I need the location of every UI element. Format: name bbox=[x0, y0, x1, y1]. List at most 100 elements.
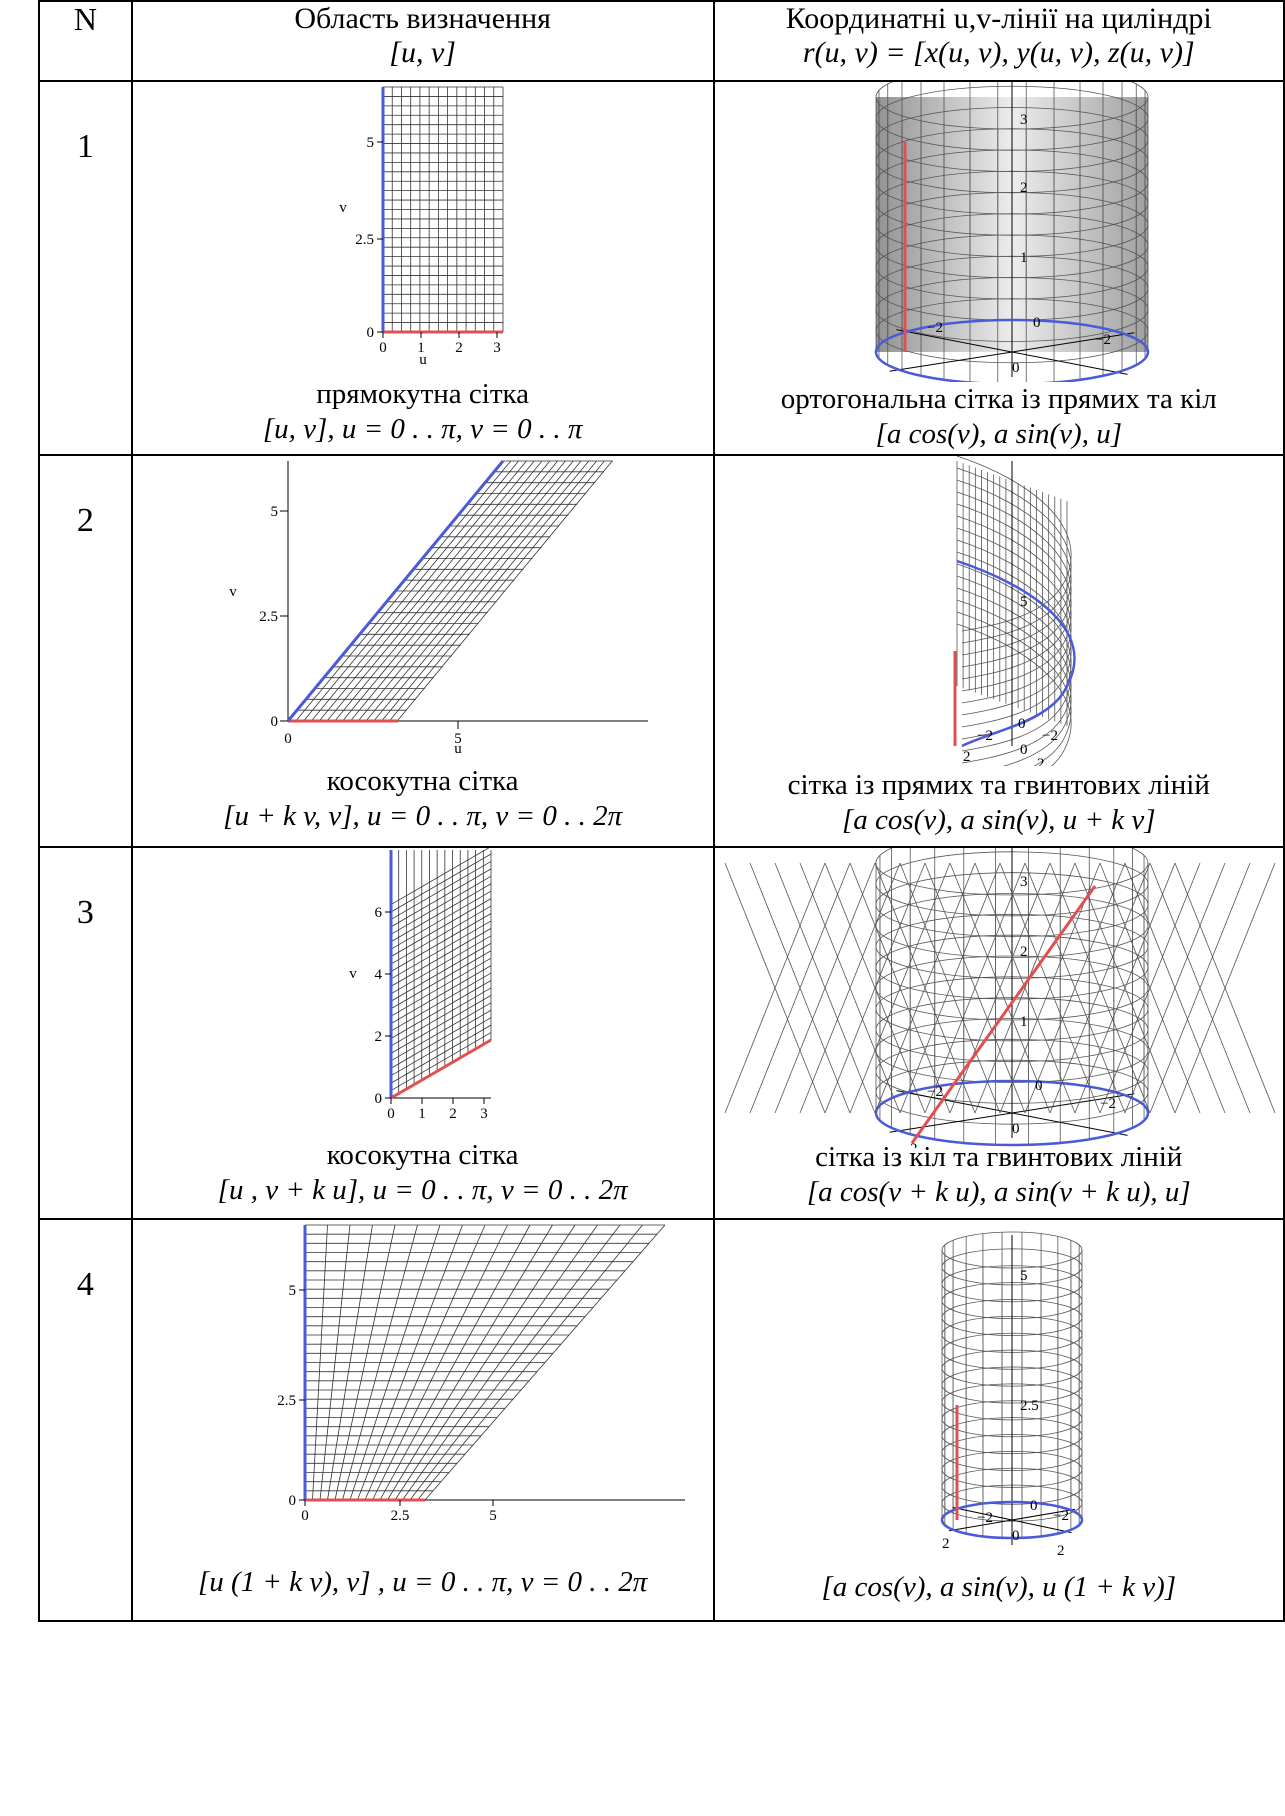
grid-line bbox=[390, 1002, 491, 1062]
helix-line bbox=[999, 862, 1100, 1114]
grid-line bbox=[390, 868, 491, 928]
tick-label: 0 bbox=[1012, 360, 1020, 376]
surface-caption: сітка із прямих та гвинтових ліній bbox=[787, 769, 1210, 801]
tick-label: 5 bbox=[366, 135, 374, 151]
grid-line bbox=[390, 883, 491, 943]
tick-label: 0 bbox=[1033, 315, 1041, 331]
helix-line bbox=[956, 527, 1072, 704]
axis-label-v: v bbox=[349, 966, 357, 982]
helix-line bbox=[774, 862, 875, 1114]
tick-label: 0 bbox=[1030, 1498, 1038, 1514]
tick-label: 2 bbox=[910, 1141, 918, 1148]
surface-formula: [a cos(v), a sin(v), u + k v] bbox=[842, 804, 1156, 836]
tick-label: −2 bbox=[927, 320, 943, 336]
grid-line bbox=[390, 972, 491, 1032]
tick-label: −2 bbox=[1042, 728, 1058, 744]
tick-label: 0 bbox=[270, 714, 278, 730]
surface-formula: [a cos(v + k u), a sin(v + k u), u] bbox=[806, 1176, 1191, 1208]
helix-line bbox=[1149, 862, 1250, 1114]
tick-label: 3 bbox=[1020, 874, 1028, 890]
helix-line bbox=[949, 862, 1050, 1114]
grid-line bbox=[390, 1017, 491, 1077]
grid-line bbox=[390, 853, 491, 913]
tick-label: 0 bbox=[1012, 1528, 1020, 1544]
v-line bbox=[286, 460, 504, 722]
tick-label: 0 bbox=[288, 1493, 296, 1509]
domain-formula: [u , v + k u], u = 0 . . π, v = 0 . . 2π bbox=[217, 1174, 628, 1206]
helix-line bbox=[749, 862, 850, 1114]
tick-label: 0 bbox=[374, 1091, 382, 1107]
surface-caption: ортогональна сітка із прямих та кіл bbox=[780, 383, 1217, 415]
helix-line bbox=[924, 862, 1025, 1114]
v-line bbox=[940, 1500, 1083, 1540]
grid-line bbox=[390, 913, 491, 972]
header-domain-formula: [u, v] bbox=[389, 36, 456, 69]
domain-caption: косокутна сітка bbox=[326, 1139, 519, 1171]
surface-formula: [a cos(v), a sin(v), u (1 + k v)] bbox=[821, 1571, 1177, 1603]
tick-label: 2.5 bbox=[277, 1393, 296, 1409]
tick-label: 3 bbox=[480, 1106, 488, 1122]
tick-label: 4 bbox=[374, 967, 382, 983]
tick-label: 0 bbox=[1020, 742, 1028, 758]
helix-line bbox=[1074, 862, 1175, 1114]
grid-line bbox=[390, 848, 490, 905]
surface-formula: [a cos(v), a sin(v), u] bbox=[875, 418, 1122, 450]
header-n: N bbox=[38, 0, 133, 82]
helix-line bbox=[874, 862, 975, 1114]
tick-label: −2 bbox=[1053, 1508, 1069, 1524]
grid-line bbox=[390, 1009, 491, 1069]
tick-label: 2.5 bbox=[355, 232, 374, 248]
grid-line bbox=[390, 861, 491, 920]
row-number: 3 bbox=[76, 894, 94, 931]
tick-label: 0 bbox=[1018, 716, 1026, 732]
tick-label: 1 bbox=[1020, 1014, 1028, 1030]
helix-line bbox=[956, 599, 1072, 766]
tick-label: 5 bbox=[270, 504, 278, 520]
tick-label: 0 bbox=[387, 1106, 395, 1122]
tick-label: 2 bbox=[374, 1029, 382, 1045]
u-line bbox=[390, 1038, 492, 1100]
grid-line bbox=[390, 935, 491, 995]
helix-line bbox=[799, 862, 900, 1114]
header-domain: Область визначення [u, v] bbox=[130, 0, 715, 82]
helix-line bbox=[849, 862, 950, 1114]
tick-label: 0 bbox=[1035, 1078, 1043, 1094]
axis-label-v: v bbox=[229, 584, 237, 600]
helix-line bbox=[1124, 862, 1225, 1114]
tick-label: 2 bbox=[1037, 756, 1045, 766]
row-number: 2 bbox=[76, 502, 94, 539]
tick-label: 3 bbox=[493, 340, 501, 356]
v-line bbox=[956, 559, 1076, 748]
helix-line bbox=[1049, 862, 1150, 1114]
helix-line bbox=[956, 479, 1072, 656]
header-domain-title: Область визначення bbox=[294, 2, 551, 35]
row-number: 4 bbox=[76, 1266, 94, 1303]
domain-formula: [u, v], u = 0 . . π, v = 0 . . π bbox=[262, 413, 583, 445]
grid-line bbox=[390, 920, 491, 980]
helix-line bbox=[956, 611, 1072, 766]
header-n-label: N bbox=[73, 1, 97, 37]
helix-line bbox=[956, 551, 1072, 728]
tick-label: 5 bbox=[1020, 1268, 1028, 1284]
tick-label: 2 bbox=[449, 1106, 457, 1122]
grid-line bbox=[390, 928, 491, 987]
tick-label: 2.5 bbox=[390, 1508, 409, 1524]
header-surface-title: Координатні u,v-лінії на циліндрі bbox=[785, 2, 1212, 35]
grid-line bbox=[390, 980, 491, 1039]
axis-label-u: u bbox=[454, 741, 462, 756]
helix-line bbox=[956, 467, 1072, 644]
domain-formula: [u + k v, v], u = 0 . . π, v = 0 . . 2π bbox=[223, 800, 623, 832]
helix-line bbox=[824, 862, 925, 1114]
grid-line bbox=[390, 905, 491, 965]
grid-line bbox=[390, 965, 491, 1024]
domain-formula: [u (1 + k v), v] , u = 0 . . π, v = 0 . … bbox=[197, 1566, 648, 1598]
helix-line bbox=[956, 623, 1072, 766]
row-number: 1 bbox=[76, 128, 94, 165]
domain-caption: прямокутна сітка bbox=[316, 378, 530, 410]
helix-line bbox=[974, 862, 1075, 1114]
